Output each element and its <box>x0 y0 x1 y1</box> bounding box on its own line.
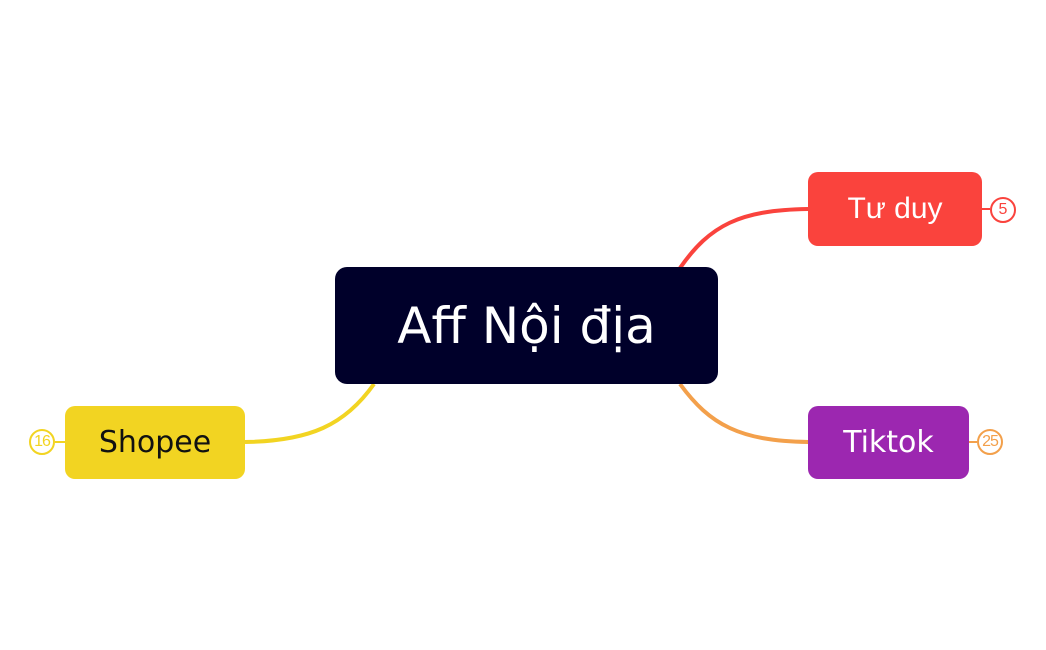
central-topic[interactable]: Aff Nội địa <box>335 267 718 384</box>
topic-label: Tư duy <box>847 192 943 225</box>
topic-shopee[interactable]: Shopee <box>65 406 245 479</box>
collapse-count-badge[interactable]: 16 <box>29 429 55 455</box>
topic-label: Shopee <box>98 425 212 460</box>
topic-tiktok[interactable]: Tiktok <box>808 406 969 479</box>
collapse-count-badge[interactable]: 5 <box>990 197 1016 223</box>
link-tuduy <box>678 207 809 270</box>
link-tiktok <box>678 382 809 444</box>
link-shopee <box>244 382 376 444</box>
central-topic-label: Aff Nội địa <box>397 296 656 355</box>
collapse-count-badge[interactable]: 25 <box>977 429 1003 455</box>
topic-label: Tiktok <box>843 425 934 460</box>
topic-tu-duy[interactable]: Tư duy <box>808 172 982 246</box>
